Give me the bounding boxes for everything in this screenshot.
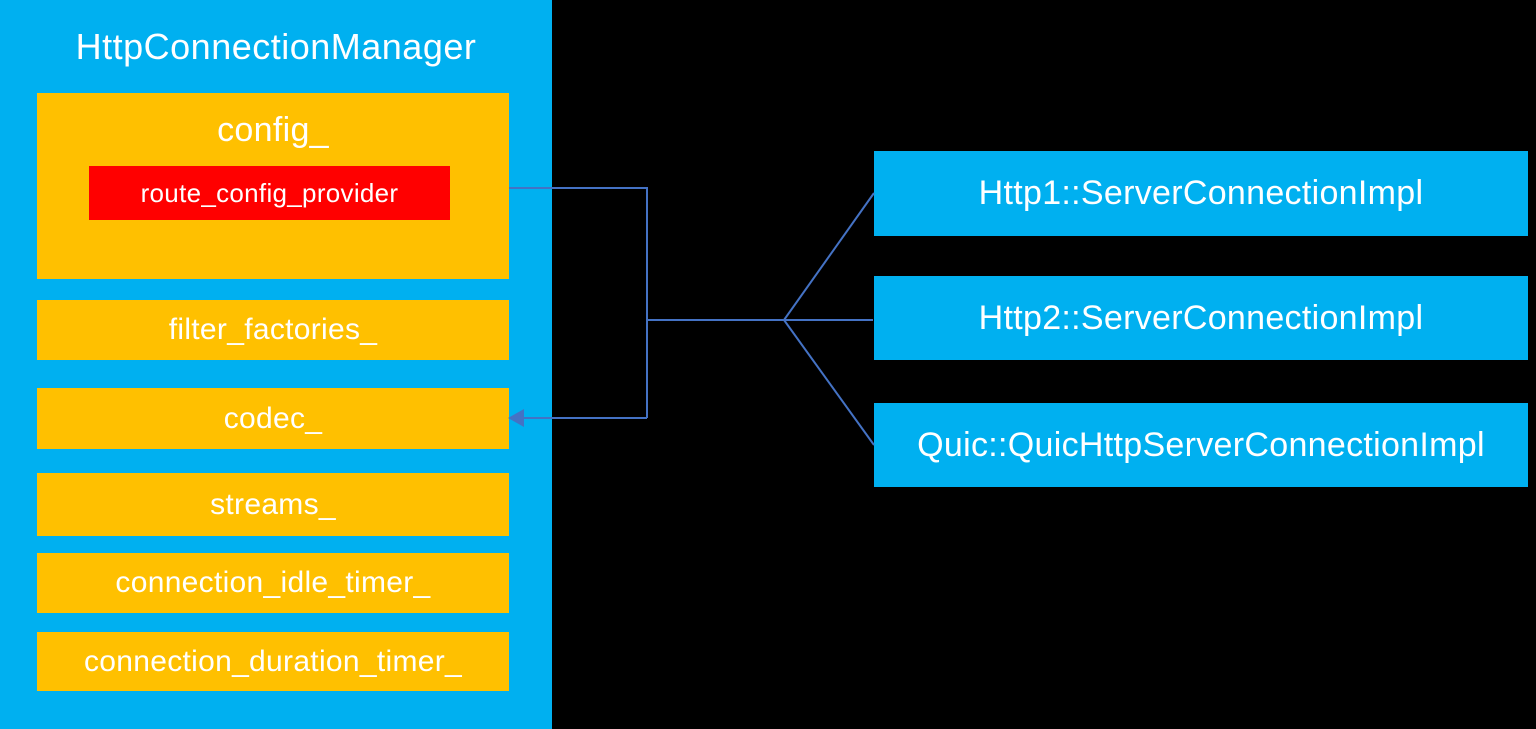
http2-server-connection-impl-box: Http2::ServerConnectionImpl xyxy=(874,276,1528,360)
route-config-provider-label: route_config_provider xyxy=(140,177,399,208)
codec-box: codec_ xyxy=(37,388,509,449)
quic-http-server-connection-impl-box: Quic::QuicHttpServerConnectionImpl xyxy=(874,403,1528,487)
config-label: config_ xyxy=(217,111,329,149)
route-config-provider-box: route_config_provider xyxy=(89,166,450,220)
http-connection-manager-panel: HttpConnectionManager config_ route_conf… xyxy=(0,0,552,729)
connection-duration-timer-box: connection_duration_timer_ xyxy=(37,632,509,691)
config-box: config_ route_config_provider xyxy=(37,93,509,279)
connection-idle-timer-box: connection_idle_timer_ xyxy=(37,553,509,613)
http-connection-manager-title: HttpConnectionManager xyxy=(75,26,477,67)
streams-box: streams_ xyxy=(37,473,509,536)
filter-factories-box: filter_factories_ xyxy=(37,300,509,360)
connector-to-http1 xyxy=(783,192,875,321)
http1-server-connection-impl-box: Http1::ServerConnectionImpl xyxy=(874,151,1528,236)
connector-to-quic xyxy=(783,319,875,446)
